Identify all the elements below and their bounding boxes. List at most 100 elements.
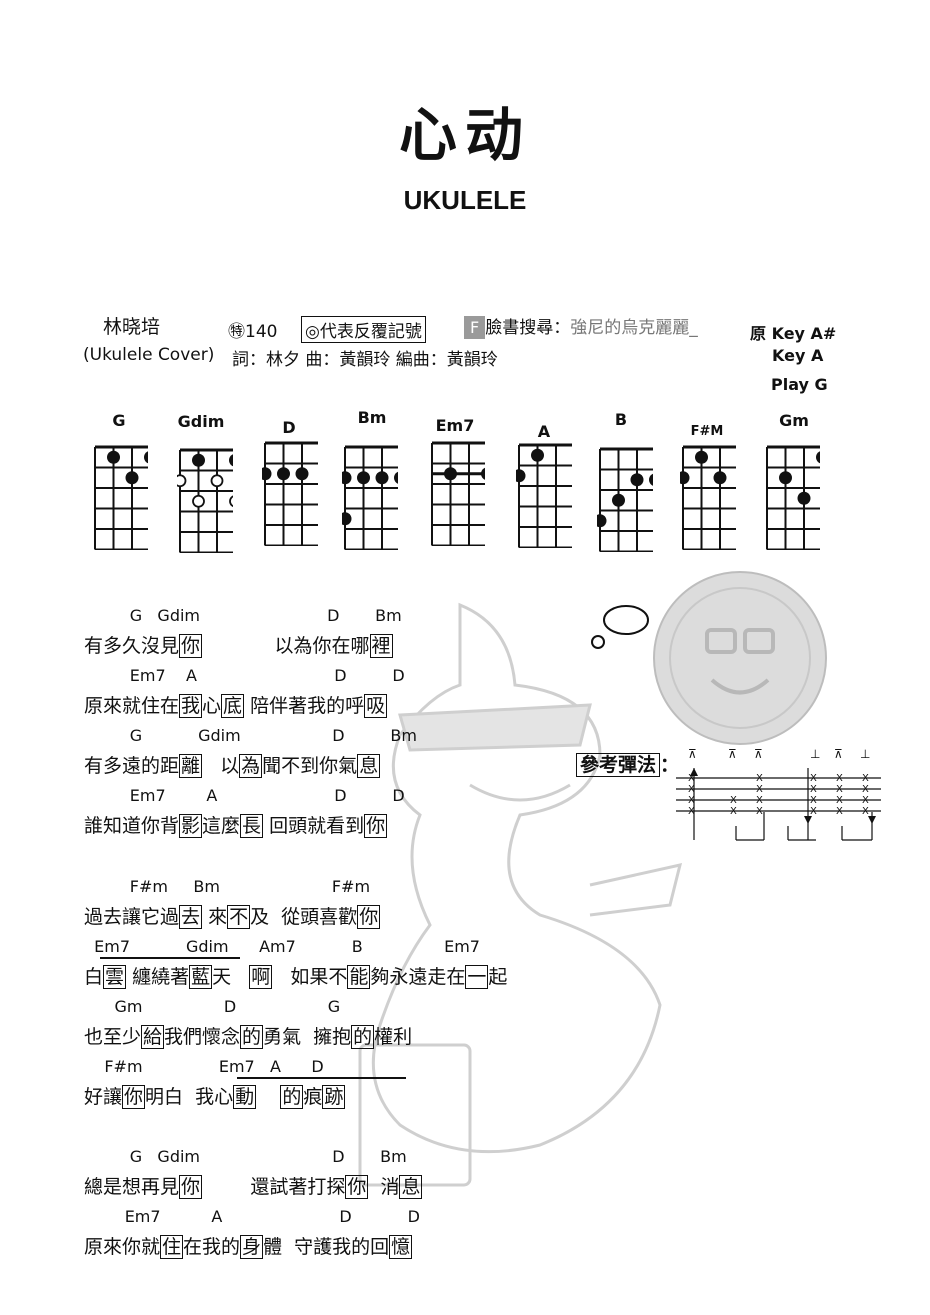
lyric-text: 在我的 xyxy=(183,1236,241,1258)
lyric-text: 體 守護我的回 xyxy=(263,1236,390,1258)
lyric-text: 權利 xyxy=(374,1026,413,1048)
boxed-lyric-char: 你 xyxy=(179,1175,203,1199)
credits: 詞：林夕 曲：黃韻玲 編曲：黃韻玲 xyxy=(232,350,498,370)
repeat-note: ◎代表反覆記號 xyxy=(301,316,426,343)
chord-diagram xyxy=(262,441,318,546)
tempo-label: ㊕140 xyxy=(228,322,278,342)
chord-finger-dot xyxy=(277,467,290,481)
chord-finger-dot xyxy=(107,450,120,464)
lyric-text: 及 從頭喜歡 xyxy=(250,906,358,928)
svg-text:X: X xyxy=(688,806,695,817)
lyric-text: 誰知道你背 xyxy=(84,815,180,837)
chord-diagram xyxy=(516,443,572,548)
chord-line: Em7 Gdim Am7 B Em7 xyxy=(84,937,480,956)
reference-strum-colon: ： xyxy=(660,754,680,776)
chord-diagram xyxy=(431,441,485,546)
boxed-lyric-char: 你 xyxy=(357,905,381,929)
chord-diagram xyxy=(766,445,820,550)
boxed-lyric-char: 雲 xyxy=(103,965,127,989)
lyric-text: 白 xyxy=(84,966,104,988)
lyric-text: 勇氣 擁抱 xyxy=(263,1026,352,1048)
boxed-lyric-char: 能 xyxy=(347,965,371,989)
lyric-text: 原來你就 xyxy=(84,1236,161,1258)
boxed-lyric-char: 憶 xyxy=(389,1235,413,1259)
watermark-coin-icon xyxy=(653,571,827,745)
facebook-label: 臉書搜尋： xyxy=(485,318,571,338)
svg-text:X: X xyxy=(756,795,763,806)
play-key: Play G xyxy=(771,375,828,394)
boxed-lyric-char: 吸 xyxy=(364,694,388,718)
chord-diagram xyxy=(680,445,736,550)
lyric-line: 好讓你明白 我心動 的痕跡 xyxy=(84,1082,346,1109)
chord-name: Bm xyxy=(357,408,387,427)
lyric-line: 原來就住在我心底 陪伴著我的呼吸 xyxy=(84,691,388,718)
chord-finger-dot xyxy=(612,493,625,507)
chord-finger-dot xyxy=(649,473,653,486)
boxed-lyric-char: 身 xyxy=(240,1235,264,1259)
svg-text:X: X xyxy=(810,806,817,817)
chord-finger-dot xyxy=(342,512,352,526)
lyric-text: 夠永遠走在 xyxy=(370,966,466,988)
svg-text:X: X xyxy=(862,806,869,817)
chord-line: F#m Bm F#m xyxy=(84,877,371,896)
svg-text:X: X xyxy=(688,773,695,784)
boxed-lyric-char: 我 xyxy=(179,694,203,718)
svg-text:X: X xyxy=(862,773,869,784)
boxed-lyric-char: 跡 xyxy=(322,1085,346,1109)
page-title: 心动 xyxy=(398,101,531,169)
facebook-icon: F xyxy=(464,316,486,339)
lyric-text: 我們懷念 xyxy=(164,1026,241,1048)
lyric-text: 如果不 xyxy=(272,966,348,988)
svg-text:⊥: ⊥ xyxy=(810,747,820,761)
chord-name: B xyxy=(614,410,628,429)
chord-line: Gm D G xyxy=(84,997,341,1016)
chord-line: G Gdim D Bm xyxy=(84,606,402,625)
svg-text:X: X xyxy=(756,773,763,784)
lyric-text: 有多遠的距 xyxy=(84,755,180,777)
lyric-text: 消 xyxy=(368,1176,400,1198)
lyric-text: 來 xyxy=(202,906,228,928)
chord-finger-dot xyxy=(144,451,148,464)
lyric-text: 過去讓它過 xyxy=(84,906,180,928)
reference-strum: 參考彈法： xyxy=(576,750,679,777)
chord-finger-dot xyxy=(531,448,544,462)
svg-text:X: X xyxy=(688,795,695,806)
svg-text:⊼: ⊼ xyxy=(688,747,697,761)
boxed-lyric-char: 啊 xyxy=(249,965,273,989)
duck-watermark-icon xyxy=(358,602,683,1187)
lyric-line: 有多遠的距離 以為聞不到你氣息 xyxy=(84,751,381,778)
chord-open-dot xyxy=(210,474,224,488)
lyric-text: 這麼 xyxy=(202,815,241,837)
lyric-line: 有多久沒見你 以為你在哪裡 xyxy=(84,631,393,658)
chord-finger-dot xyxy=(444,467,457,481)
chord-finger-dot xyxy=(357,471,370,485)
chord-open-dot xyxy=(192,494,205,508)
svg-text:X: X xyxy=(730,795,737,806)
chord-name: F#M xyxy=(690,424,724,439)
boxed-lyric-char: 底 xyxy=(221,694,245,718)
boxed-lyric-char: 離 xyxy=(179,754,203,778)
chord-diagram xyxy=(597,447,653,552)
svg-text:X: X xyxy=(862,795,869,806)
svg-text:⊥: ⊥ xyxy=(860,747,870,761)
svg-text:X: X xyxy=(810,784,817,795)
page-subtitle: UKULELE xyxy=(403,185,527,215)
chord-finger-dot xyxy=(262,467,272,481)
lyric-line: 也至少給我們懷念的勇氣 擁抱的權利 xyxy=(84,1022,412,1049)
thought-bubble-icon xyxy=(591,605,649,649)
chord-finger-dot xyxy=(713,471,727,485)
boxed-lyric-char: 長 xyxy=(240,814,264,838)
lyric-text: 明白 我心 xyxy=(145,1086,234,1108)
chord-line: F#m Em7 A D xyxy=(84,1057,324,1076)
chord-finger-dot xyxy=(229,454,233,467)
current-key: Key A xyxy=(772,346,824,365)
chord-finger-dot xyxy=(779,471,792,485)
boxed-lyric-char: 息 xyxy=(357,754,381,778)
chord-name: D xyxy=(282,418,296,437)
lyric-text: 好讓 xyxy=(84,1086,123,1108)
chord-finger-dot xyxy=(342,471,352,485)
chord-finger-dot xyxy=(295,467,309,481)
boxed-lyric-char: 藍 xyxy=(189,965,213,989)
chord-diagram xyxy=(94,445,148,550)
